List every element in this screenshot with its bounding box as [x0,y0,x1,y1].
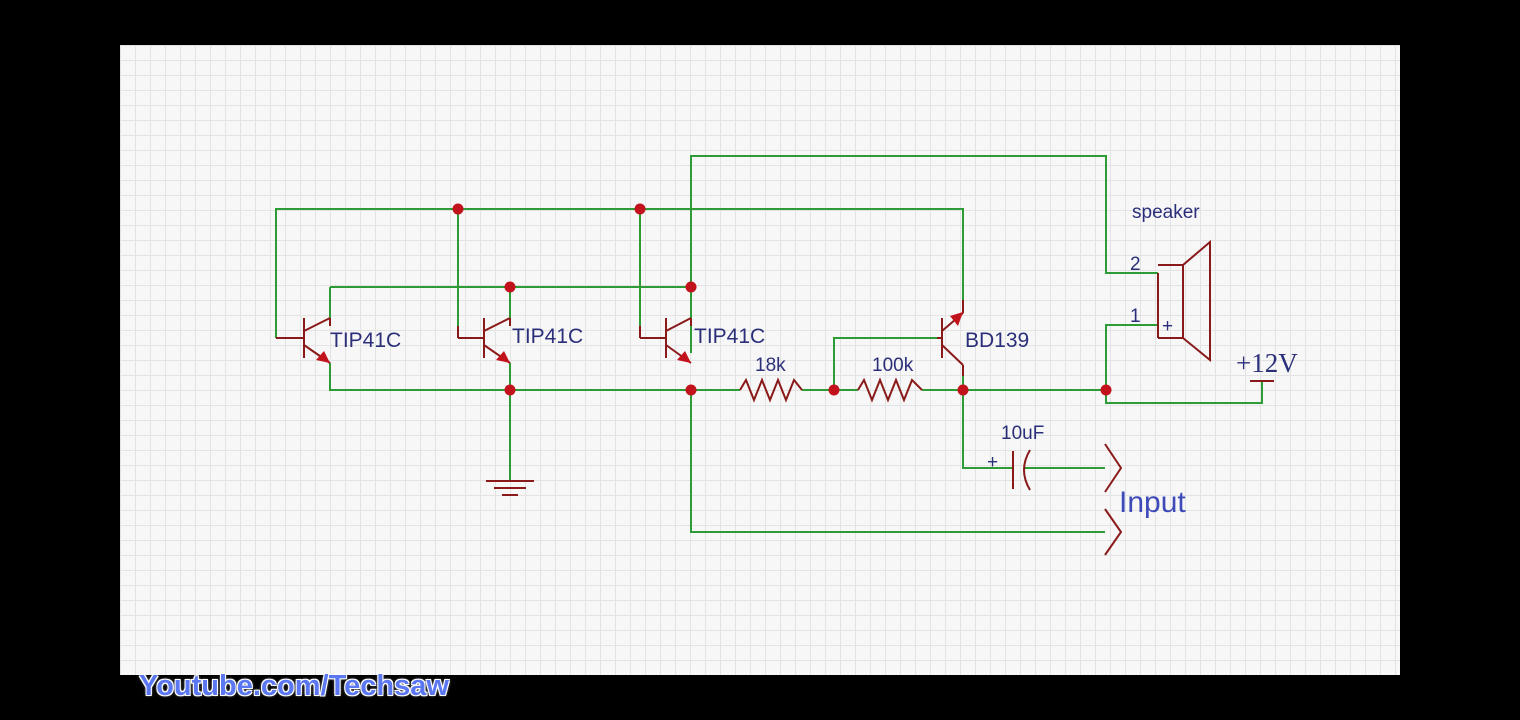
transistor-label: TIP41C [330,329,401,352]
transistor-q2: TIP41C [457,317,583,364]
transistor-q1: TIP41C [276,317,401,364]
transistor-q3: TIP41C [639,317,765,364]
junction-node [634,203,646,215]
input-arrow-signal [1104,443,1123,493]
wire-collector-rail [275,208,964,338]
transistor-q4: BD139 [937,300,1029,376]
supply-label: +12V [1236,348,1298,378]
wire-cap-left [962,390,1013,469]
junction-node [504,281,516,293]
wire-supply [1105,382,1263,404]
channel-watermark: Youtube.com/Techsaw [139,670,449,702]
input-arrow-return [1104,508,1123,556]
junction-node [828,384,840,396]
capacitor-label: 10uF [1001,423,1044,444]
circuit-schematic: TIP41C TIP41C TIP41C [275,155,1298,556]
resistor-r1: 18k [739,355,803,403]
capacitor-polarity: + [987,452,998,473]
junction-node [685,281,697,293]
transistor-label: TIP41C [694,325,765,348]
speaker-polarity: + [1162,316,1173,337]
supply-terminal: +12V [1236,348,1298,382]
schematic-canvas: TIP41C TIP41C TIP41C [120,45,1400,675]
input-label: Input [1119,486,1186,519]
wire-input-return [690,390,1105,533]
junction-node [504,384,516,396]
wire-emitter-rail [329,363,740,391]
junction-node [685,384,697,396]
wire-bd139-base [833,337,937,390]
junction-node [452,203,464,215]
wire-speaker-pin1 [1105,324,1158,390]
transistor-label: BD139 [965,329,1029,352]
resistor-r2: 100k [857,355,923,403]
speaker-pin2: 2 [1130,254,1141,275]
speaker: speaker 2 1 + [1130,202,1211,363]
ground-symbol [486,480,534,496]
resistor-label: 100k [872,355,914,376]
junction-nodes [452,203,1112,396]
resistor-label: 18k [755,355,786,376]
wires [275,155,1263,533]
capacitor-10uf: + 10uF [987,423,1044,491]
input-terminals: Input [1104,443,1186,556]
speaker-label: speaker [1132,202,1200,223]
junction-node [1100,384,1112,396]
transistor-label: TIP41C [512,325,583,348]
speaker-pin1: 1 [1130,306,1141,327]
junction-node [957,384,969,396]
wire-speaker-pin2 [690,155,1158,353]
